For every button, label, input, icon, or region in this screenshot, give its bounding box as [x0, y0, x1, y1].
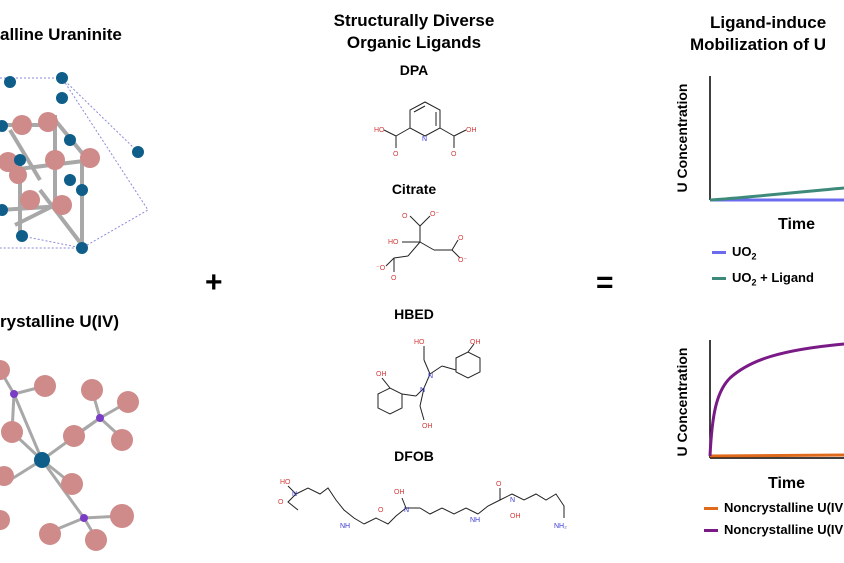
svg-text:O⁻: O⁻: [430, 211, 439, 218]
svg-text:N: N: [404, 507, 409, 514]
ligands-title-line2: Organic Ligands: [346, 33, 482, 52]
bottom-legend-label-1: Noncrystalline U(IV: [724, 500, 844, 515]
ligands-title: Structurally Diverse Organic Ligands: [300, 10, 528, 54]
top-legend-swatch-uo2-ligand: [712, 277, 726, 281]
svg-text:O⁻: O⁻: [458, 257, 467, 264]
bottom-legend-item-1: Noncrystalline U(IV: [704, 500, 843, 515]
dpa-structure: N HO O OH O: [374, 101, 477, 158]
svg-text:OH: OH: [466, 127, 477, 134]
svg-text:OH: OH: [470, 339, 481, 346]
svg-text:O: O: [451, 151, 457, 158]
mobilization-title: Ligand-induce Mobilization of U: [690, 12, 844, 56]
svg-text:N: N: [292, 491, 297, 498]
svg-text:⁻O: ⁻O: [376, 265, 386, 272]
svg-text:HO: HO: [388, 239, 399, 246]
top-legend-item-uo2: UO2: [712, 244, 757, 262]
citrate-structure: O O⁻ HO O O⁻ ⁻O O: [376, 211, 467, 282]
svg-text:O: O: [278, 499, 284, 506]
top-legend-item-uo2-ligand: UO2 + Ligand: [712, 270, 814, 288]
bottom-chart-ylabel: U Concentration: [674, 348, 690, 457]
uraninite-crystal-structure: [0, 72, 149, 254]
top-chart-series-uo2-ligand: [709, 186, 844, 202]
svg-text:N: N: [422, 136, 427, 143]
top-legend-sub-uo2: 2: [751, 251, 757, 262]
noncrystalline-structure: [0, 360, 139, 551]
svg-text:OH: OH: [422, 423, 433, 430]
top-legend-label-uo2-ligand: UO: [732, 270, 752, 285]
svg-text:O: O: [402, 213, 408, 220]
top-chart-ylabel: U Concentration: [674, 84, 690, 193]
svg-text:OH: OH: [394, 489, 405, 496]
svg-text:NH: NH: [470, 517, 480, 524]
bottom-chart: U Concentration: [674, 340, 844, 459]
equals-sign: =: [596, 266, 614, 299]
top-legend-sub-uo2-ligand: 2: [751, 277, 757, 288]
svg-text:O: O: [393, 151, 399, 158]
svg-text:OH: OH: [510, 513, 521, 520]
ligand-label-hbed: HBED: [394, 306, 434, 322]
dfob-structure: HO O N NH O OH N NH O N OH NH₂: [278, 479, 567, 530]
svg-text:O: O: [496, 481, 502, 488]
svg-text:O: O: [378, 507, 384, 514]
svg-text:NH: NH: [340, 523, 350, 530]
uraninite-title: alline Uraninite: [0, 25, 122, 44]
bottom-chart-series-purple: [708, 342, 844, 457]
svg-text:O: O: [458, 235, 464, 242]
ligand-label-citrate: Citrate: [391, 181, 437, 197]
bottom-legend-swatch-1: [704, 507, 718, 511]
svg-text:HO: HO: [280, 479, 291, 486]
top-chart: U Concentration: [674, 76, 844, 202]
mobilization-title-line1: Ligand-induce: [710, 13, 827, 32]
svg-text:OH: OH: [376, 371, 387, 378]
svg-text:HO: HO: [414, 339, 425, 346]
svg-text:O: O: [391, 275, 397, 282]
top-legend-label-uo2: UO: [732, 244, 752, 259]
top-legend-swatch-uo2: [712, 251, 726, 255]
bottom-legend-item-2: Noncrystalline U(IV: [704, 522, 843, 537]
bottom-chart-xlabel: Time: [768, 475, 806, 492]
plus-sign: +: [205, 266, 223, 299]
hbed-structure: OH OH HO OH N N: [376, 339, 481, 430]
bottom-legend-label-2: Noncrystalline U(IV: [724, 522, 844, 537]
ligand-label-dfob: DFOB: [394, 448, 434, 464]
mobilization-title-line2: Mobilization of U: [690, 35, 826, 54]
bottom-legend-swatch-2: [704, 529, 718, 533]
svg-text:N: N: [510, 497, 515, 504]
noncrystalline-title: rystalline U(IV): [0, 312, 120, 331]
ligands-title-line1: Structurally Diverse: [333, 11, 495, 30]
bottom-chart-series-orange: [709, 453, 844, 458]
svg-text:N: N: [420, 387, 425, 394]
ligand-label-dpa: DPA: [399, 62, 429, 78]
svg-text:N: N: [428, 373, 433, 380]
svg-text:NH₂: NH₂: [554, 523, 567, 530]
svg-text:HO: HO: [374, 127, 385, 134]
top-legend-suffix-uo2-ligand: + Ligand: [756, 270, 814, 285]
top-chart-xlabel: Time: [778, 216, 816, 233]
